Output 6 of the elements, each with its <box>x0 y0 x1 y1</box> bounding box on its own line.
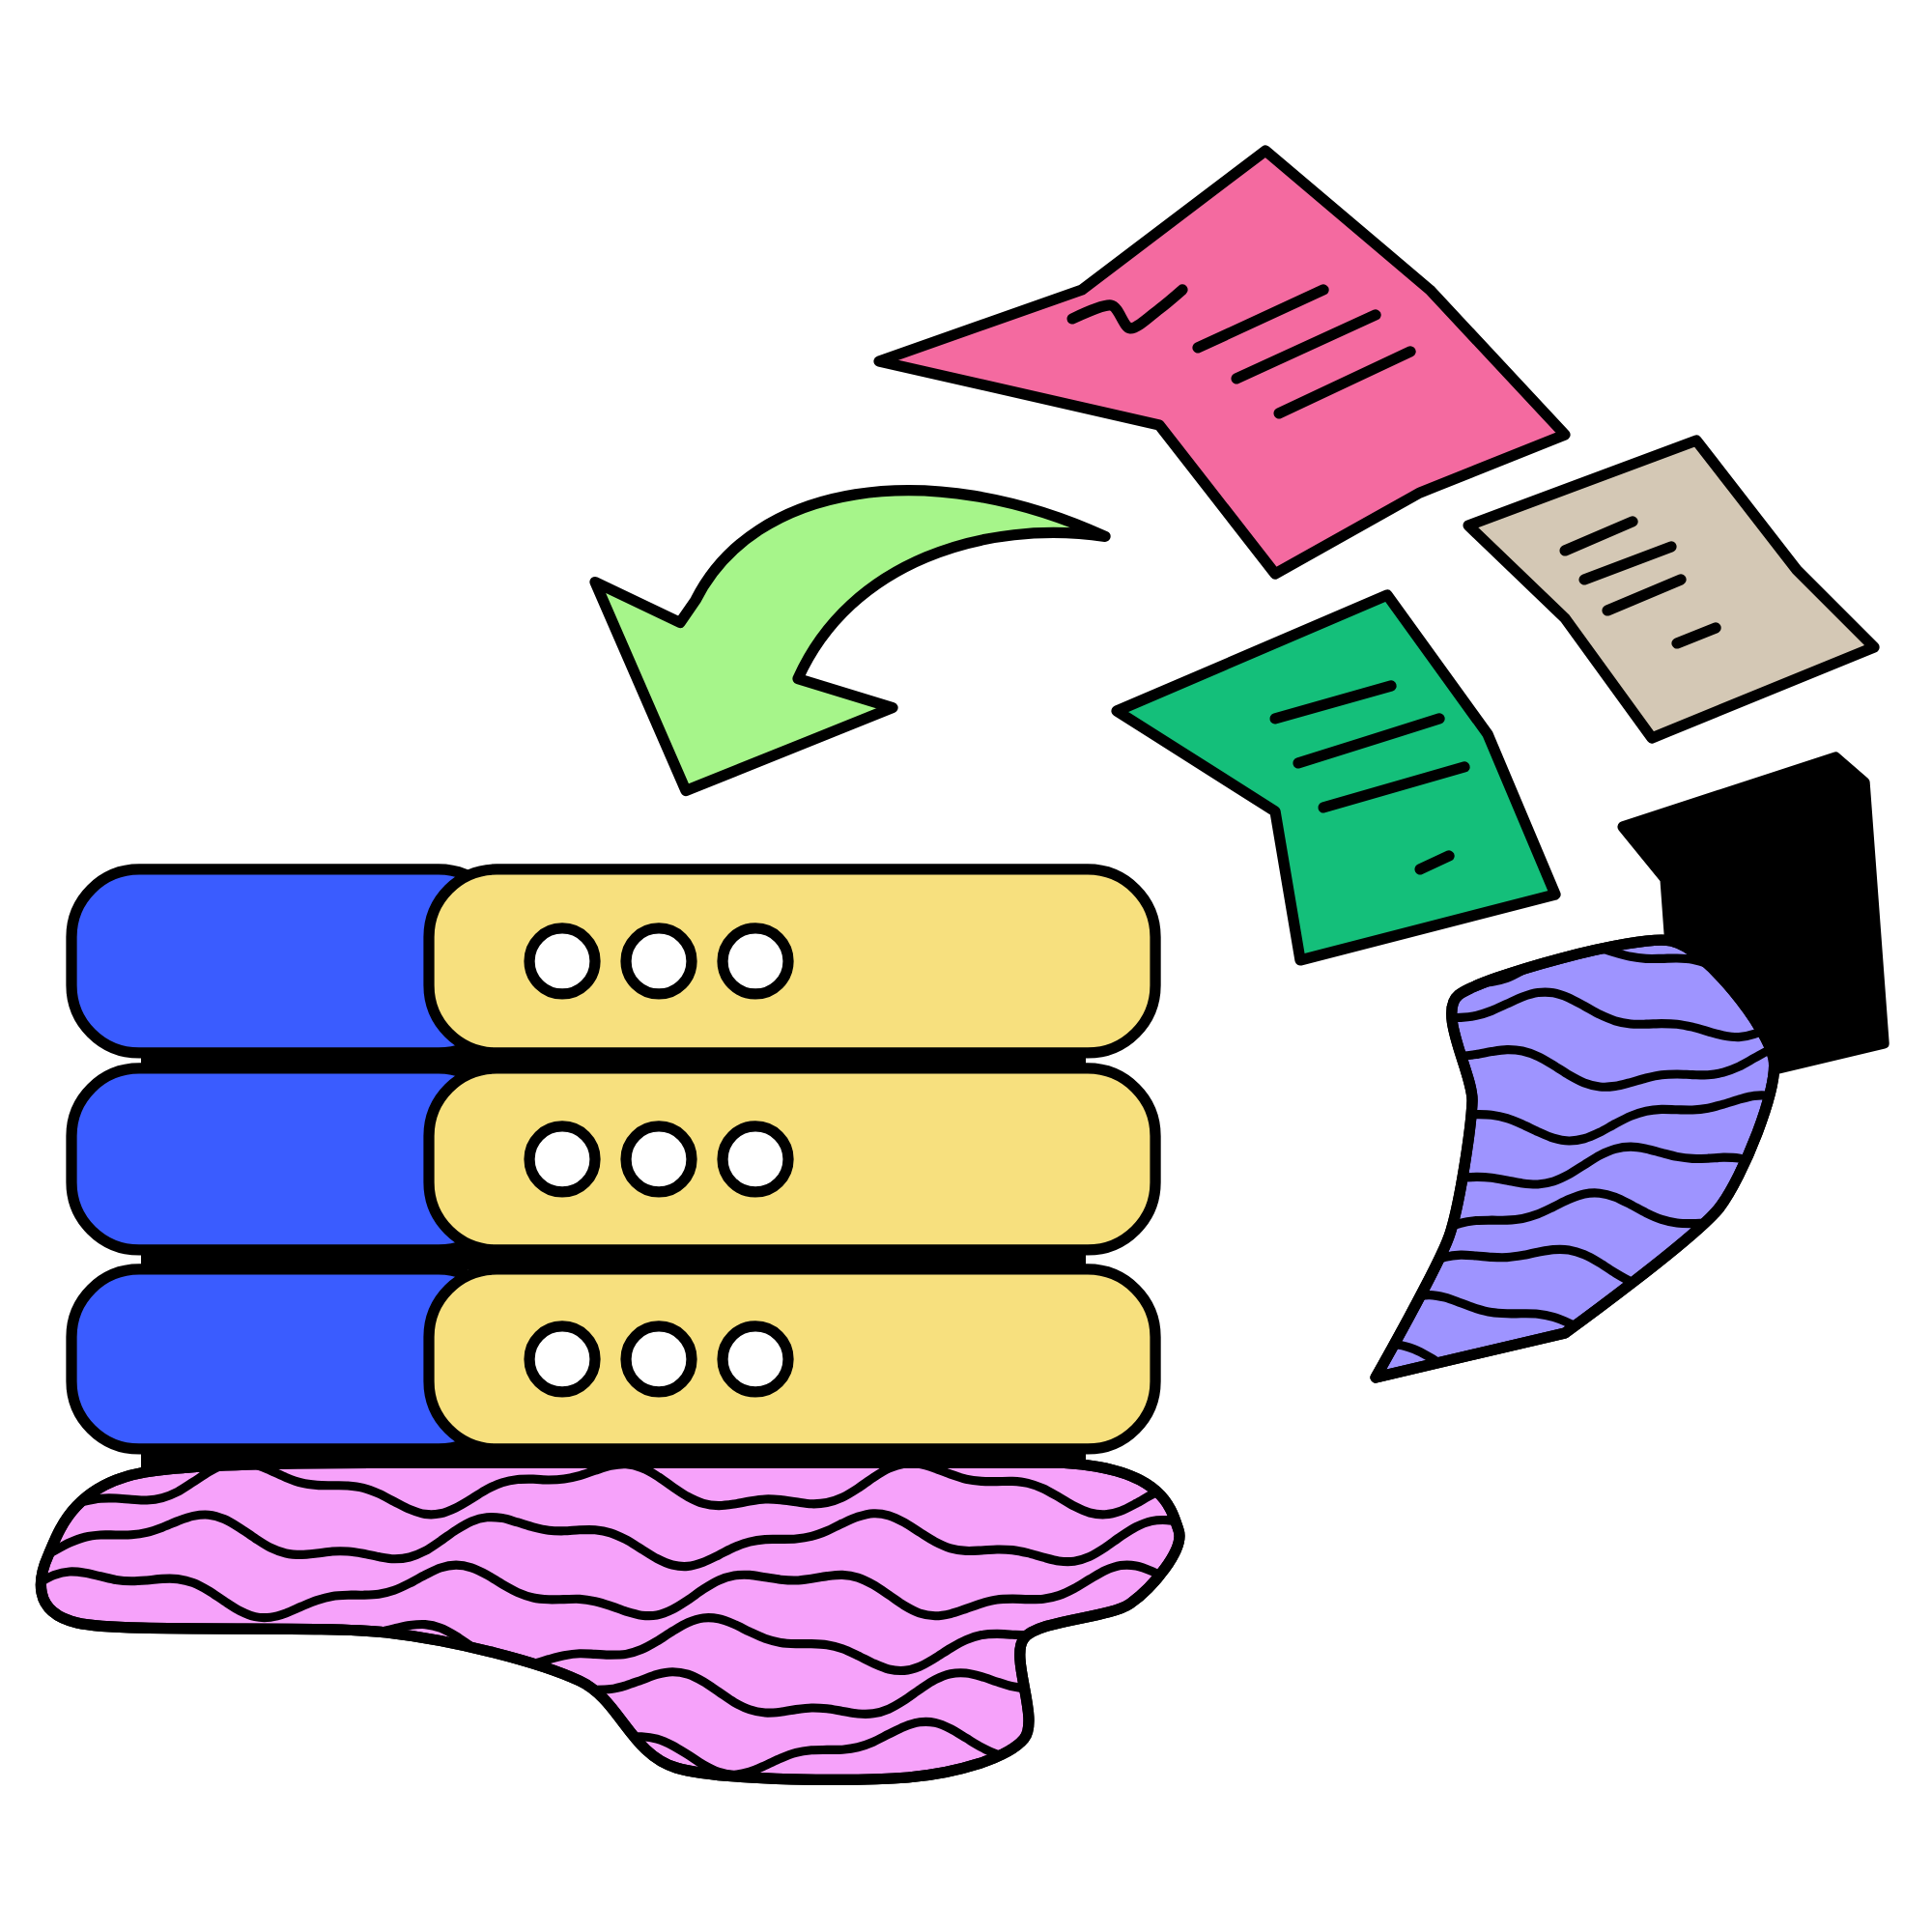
paper-sheet-drawing <box>873 145 1571 580</box>
paper-sheet-drawing <box>1370 752 1889 1383</box>
paper-sheet-drawing <box>1463 435 1880 744</box>
paper-sheet-drawing <box>1111 589 1561 966</box>
curved-arrow <box>589 485 1111 797</box>
server-stack-drawing <box>35 864 1185 1785</box>
